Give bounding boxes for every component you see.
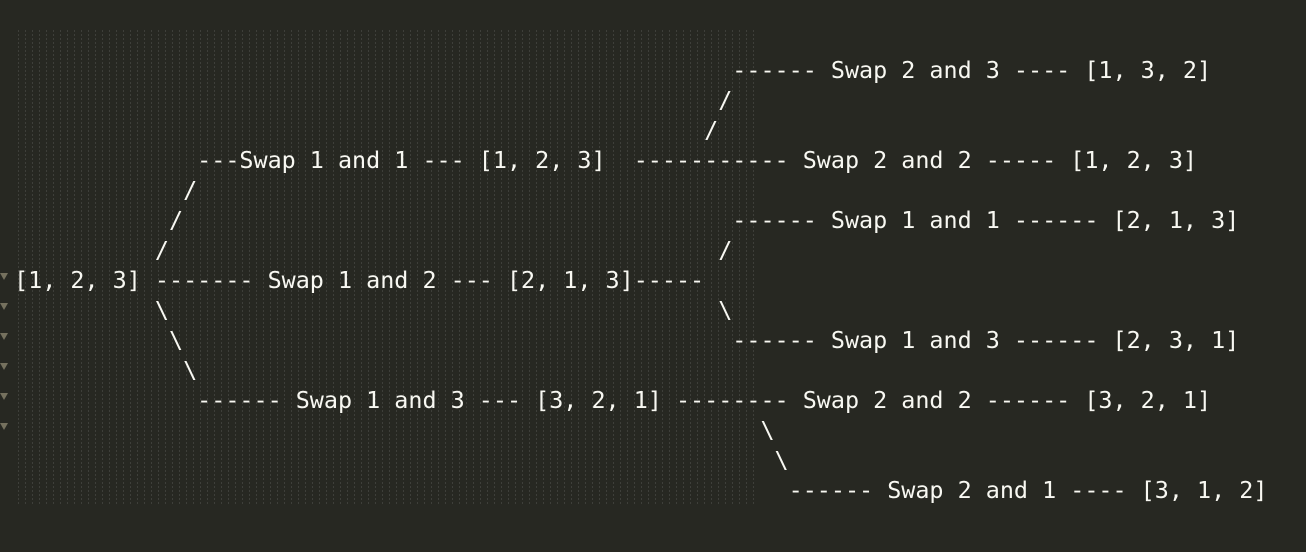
fold-arrow-icon[interactable] <box>0 363 8 370</box>
code-line[interactable]: \ <box>0 446 789 474</box>
fold-arrow-icon[interactable] <box>0 393 8 400</box>
code-line[interactable]: \ <box>0 356 198 384</box>
code-line[interactable]: ---Swap 1 and 1 --- [1, 2, 3] ----------… <box>0 146 1197 174</box>
code-line[interactable]: \ \ <box>0 296 733 324</box>
code-line[interactable]: / ------ Swap 1 and 1 ------ [2, 1, 3] <box>0 206 1240 234</box>
code-line[interactable]: / <box>0 176 198 204</box>
fold-arrow-icon[interactable] <box>0 333 8 340</box>
code-line[interactable]: / <box>0 86 733 114</box>
code-line[interactable]: \ <box>0 416 775 444</box>
code-line[interactable]: ------ Swap 2 and 3 ---- [1, 3, 2] <box>0 56 1212 84</box>
code-line[interactable]: ------ Swap 2 and 1 ---- [3, 1, 2] <box>0 476 1268 504</box>
code-line[interactable]: [1, 2, 3] ------- Swap 1 and 2 --- [2, 1… <box>0 266 705 294</box>
code-line[interactable]: ------ Swap 1 and 3 --- [3, 2, 1] ------… <box>0 386 1212 414</box>
fold-arrow-icon[interactable] <box>0 303 8 310</box>
code-line[interactable]: / / <box>0 236 733 264</box>
fold-arrow-icon[interactable] <box>0 273 8 280</box>
code-line[interactable]: / <box>0 116 719 144</box>
code-line[interactable]: \ ------ Swap 1 and 3 ------ [2, 3, 1] <box>0 326 1240 354</box>
fold-arrow-icon[interactable] <box>0 423 8 430</box>
